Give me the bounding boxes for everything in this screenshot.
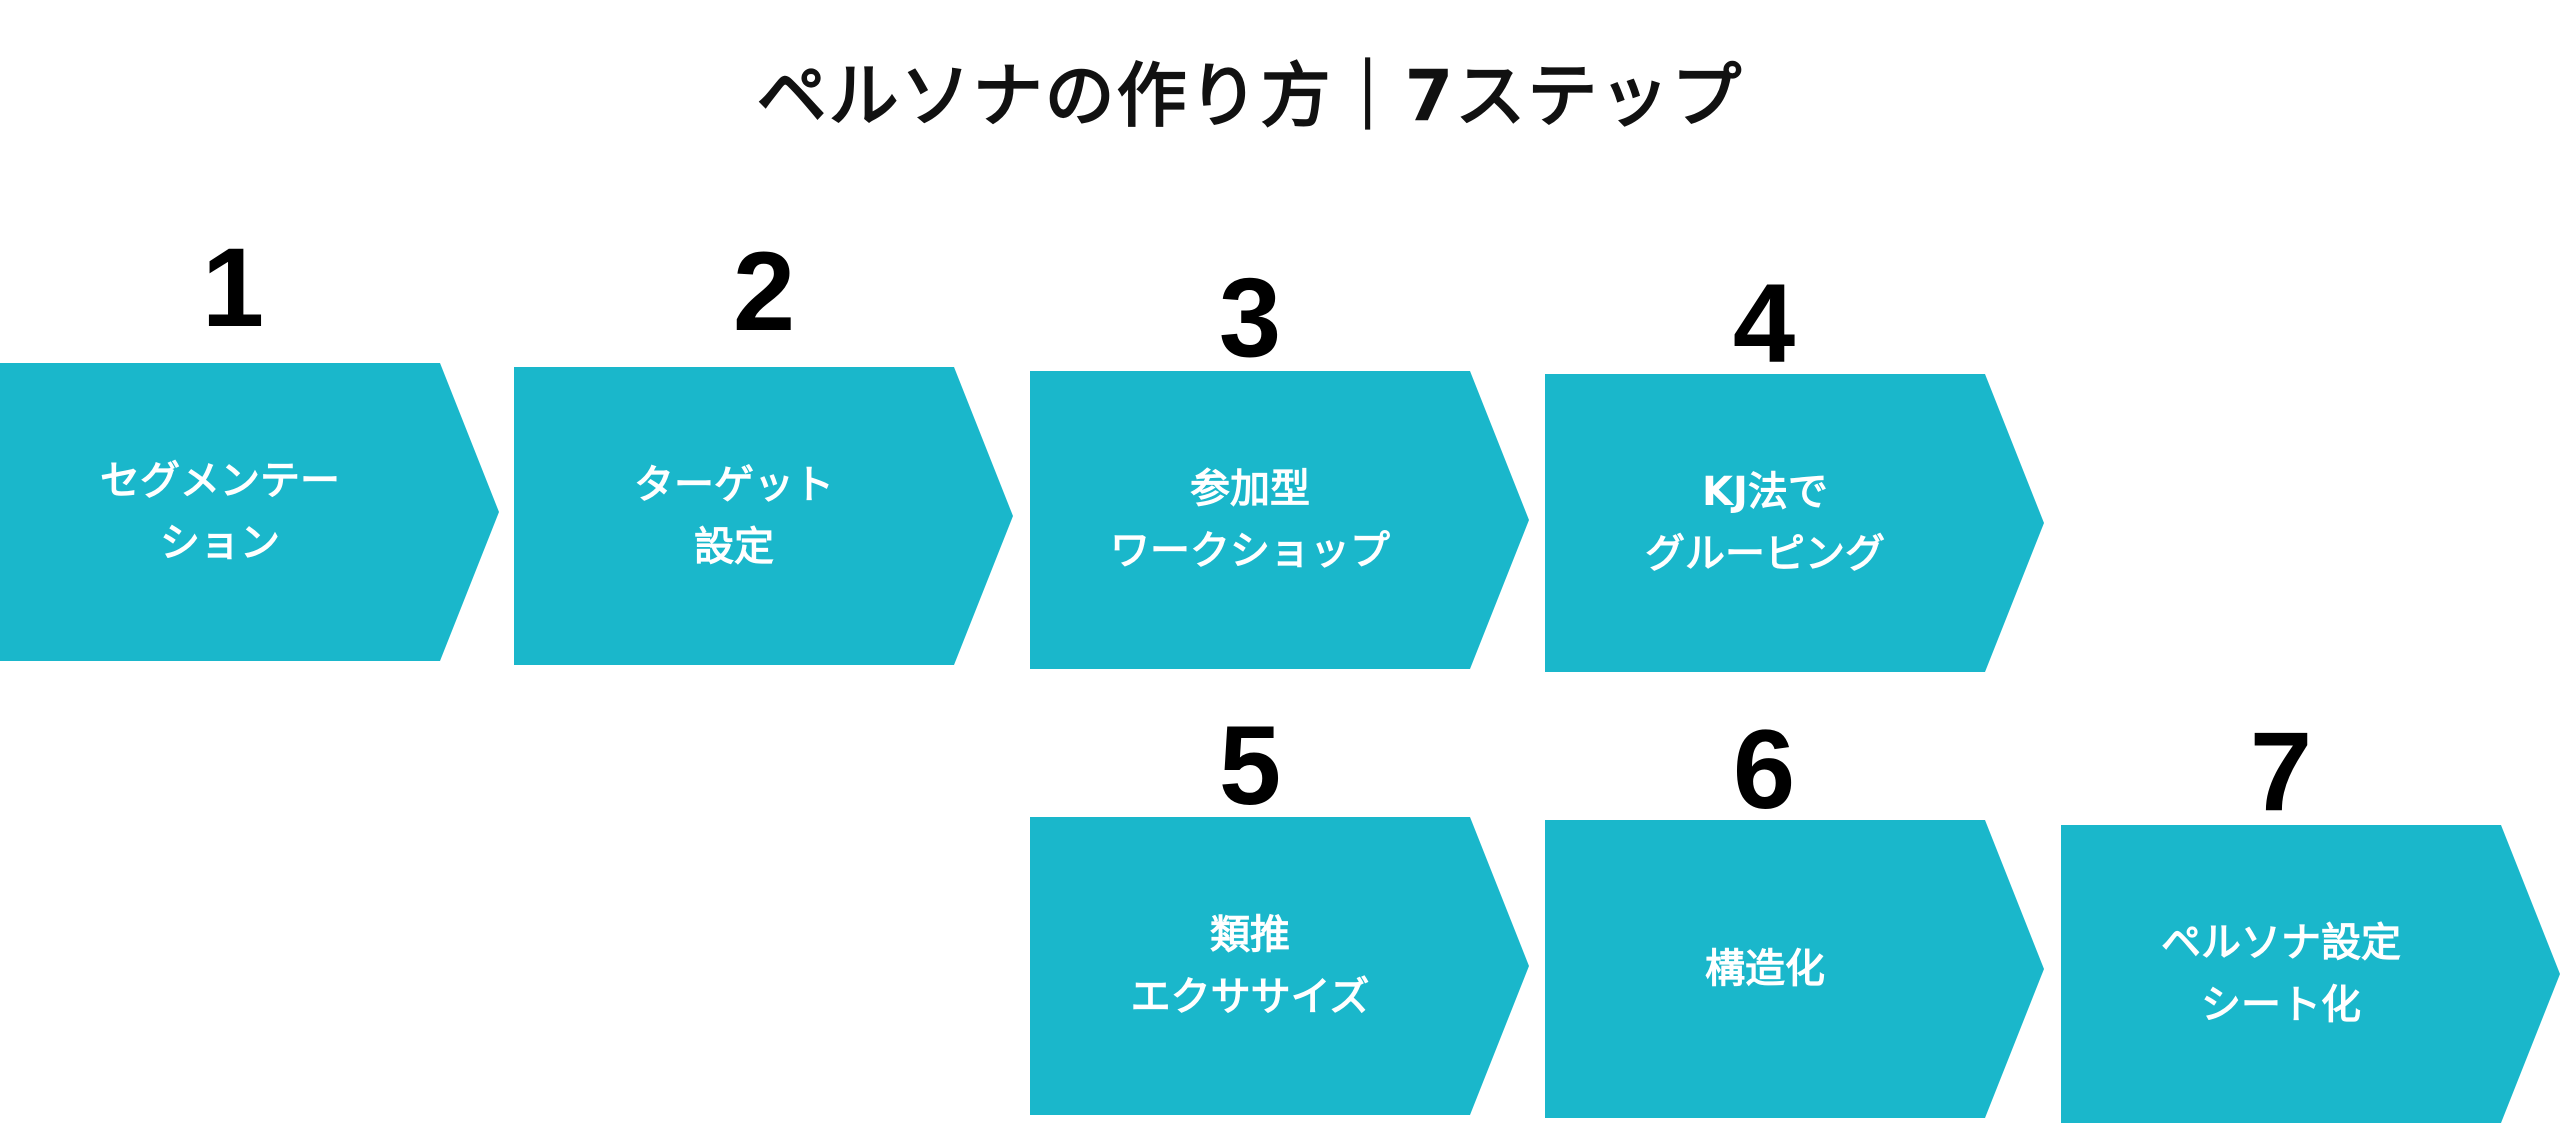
step-arrow-1: セグメンテー ション: [0, 363, 499, 661]
step-label-4: KJ法で グルーピング: [1645, 469, 1885, 577]
step-arrow-5: 類推 エクササイズ: [1030, 817, 1529, 1115]
step-label-3: 参加型 ワークショップ: [1110, 466, 1390, 574]
step-arrow-7: ペルソナ設定 シート化: [2061, 825, 2560, 1123]
page-title: ペルソナの作り方｜7ステップ: [756, 55, 1744, 137]
step-label-5: 類推 エクササイズ: [1130, 912, 1370, 1020]
step-label-2: ターゲット 設定: [634, 462, 834, 570]
step-number-3: 3: [1218, 255, 1282, 380]
step-label-6: 構造化: [1705, 946, 1825, 992]
step-arrow-3: 参加型 ワークショップ: [1030, 371, 1529, 669]
step-number-7: 7: [2249, 709, 2313, 834]
step-label-1: セグメンテー ション: [100, 458, 340, 566]
step-arrow-4: KJ法で グルーピング: [1545, 374, 2044, 672]
step-label-7: ペルソナ設定 シート化: [2161, 920, 2401, 1028]
step-number-5: 5: [1218, 703, 1282, 828]
step-number-1: 1: [201, 225, 265, 350]
step-arrow-6: 構造化: [1545, 820, 2044, 1118]
step-number-2: 2: [732, 229, 796, 354]
step-number-4: 4: [1732, 261, 1796, 386]
step-number-6: 6: [1732, 707, 1796, 832]
step-arrow-2: ターゲット 設定: [514, 367, 1013, 665]
